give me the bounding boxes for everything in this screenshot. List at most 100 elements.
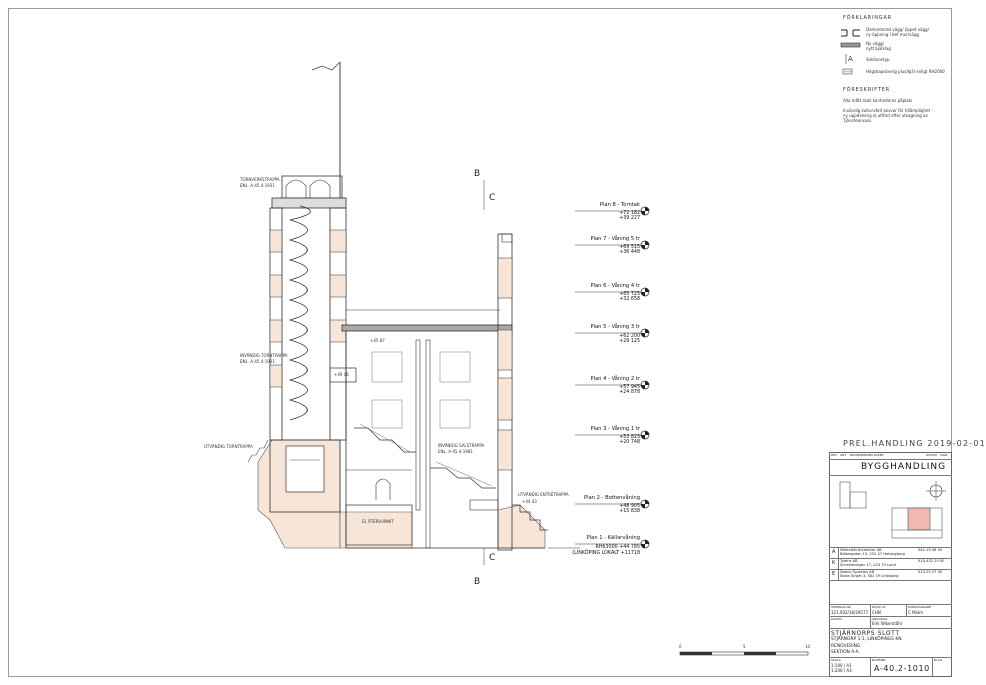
annotation-tornverk-line-2: ENL. A-45.4-1931 [240,183,275,188]
ritad-value: CHN [872,610,881,615]
tower [247,61,357,513]
datum-label: DATUM [831,617,842,621]
annotation-tornverk-line-1: TORNVERKSTRAPPA [240,177,280,182]
annotation-invandig-torn-line-1: INVÄNDIG TORNTRAPPA [240,353,288,358]
north-arrow-icon [926,481,946,501]
sheet-frame [8,8,952,677]
section-mark-top-c: C [489,193,496,203]
level-elevation: +69 515 [619,245,640,250]
ansvarig-label: ANSVARIG [872,617,888,621]
uppdrag-label: UPPDRAG NR [831,605,851,609]
scale-bar [679,651,809,656]
legend-item-1-line-1: Demonterad vägg/ öppet vägg/ [866,27,929,32]
skala-a3: 1:200 / A3 [831,668,852,673]
firm-address: Stora Torget 3, 582 19 Linköping [840,574,899,578]
level-name: Plan 7 - Våning 5 tr [590,236,640,242]
level-elevation: +53 823 [619,435,640,440]
level-note-2: +49 06 [334,372,349,377]
level-name: Plan 6 - Våning 4 tr [590,283,640,289]
scale-label-5: 5 [743,644,746,649]
title-block [829,452,952,677]
level-elevation-local: (LINKÖPING LOKALT +11718 [572,551,640,556]
section-mark-icon: A [845,54,853,64]
svg-text:A: A [848,55,853,63]
firm-name: Tyréns AB [840,559,858,563]
annotation-el-atervunnit: EL ÅTERVUNNIT [362,519,394,524]
annotation-utvandig-torn: UTVÄNDIG TORNTRAPPA [204,444,253,449]
ansvarig-value: Erik Wikerståhl [872,621,902,626]
level-marker-symbols [575,206,650,549]
rev-header-date: DATUM [926,453,937,457]
level-elevation-local: +32 658 [619,297,640,302]
fire-wall-icon [842,68,853,75]
project-view: SEKTION A-A [831,650,859,655]
main-hall [341,233,580,551]
level-name: Plan 2 - Bottenvåning [584,495,640,501]
firm-phone: 013-25 27 00 [918,570,943,574]
section-mark-bottom-c: C [489,553,496,563]
level-elevation-local: +15 838 [619,509,640,514]
legend-item-1-line-2: ny öppning i bef mur/vägg [866,32,920,37]
demolish-wall-icon [841,29,860,37]
level-note-1: +45 87 [370,338,385,343]
uppdrag-number: 321,002/18/29577 [831,610,869,615]
rev-header-sign: SIGN [940,453,948,457]
level-circle-icon [640,206,650,549]
level-elevation: +48 905 [619,504,640,509]
project-property: STJÄRNORP 1:1, LINKÖPINGS KN [831,637,902,642]
legend-item-3: Sektionstyp [866,57,890,62]
scale-label-0: 0 [679,644,682,649]
status-stamp: PREL.HANDLING 2019-02-01 [843,439,986,448]
firm-letter: A [832,549,836,555]
level-name: Plan 5 - Våning 3 tr [590,324,640,330]
handlaggare-label: HANDLÄGGARE [908,605,932,609]
category-title: BYGGHANDLING [861,462,947,472]
section-mark-bottom-b: B [474,577,481,587]
project-name: STJÄRNORPS SLOTT [831,630,900,637]
legend-item-2-line-2: nytt bjälklag [866,46,891,51]
firm-phone: 042-19 48 50 [918,548,943,552]
rev-header-desc: REVIDERINGEN AVSER [850,453,884,457]
annotation-invandig-torn-line-2: ENL. A-45.4-1931 [240,359,275,364]
legend-symbols: A [840,29,861,75]
level-name: Plan 4 - Våning 2 tr [590,376,640,382]
project-type: RENOVERING [831,644,861,649]
firm-phone: 010-452 20 00 [918,559,945,563]
skala-label: SKALA [831,658,841,662]
annotation-utvandig-entre: UTVÄNDIG ENTRÉTRAPPA [518,492,569,497]
legend-item-4: Högskapsöverg plus/bjäl enligt RH2000 [866,69,945,74]
level-elevation-local: +36 448 [619,250,640,255]
notes-title: FÖRESKRIFTER [843,87,890,93]
level-elevation-local: +24 878 [619,390,640,395]
level-elevation-local: +29 125 [619,339,640,344]
level-elevation: +62 200 [619,334,640,339]
legend-title: FÖRKLARINGAR [843,15,892,21]
firm-address: Bältesgatan 15, 252 47 Helsingborg [840,552,905,556]
legend-item-2-line-1: Ny vägg/ [866,41,884,46]
ritad-label: RITAD AV [872,605,886,609]
key-plan [839,481,946,539]
blad-label: BLAD [934,658,943,662]
firm-letter: E [832,571,836,577]
annotation-invandig-salong-line-2: ENL. A-45.4-1981 [438,449,473,454]
level-name: Plan 8 - Torntak [599,202,640,208]
section-mark-top-b: B [474,169,481,179]
new-wall-icon [840,42,861,48]
firm-name: Wikerstål Arkitekter AB [840,548,882,552]
level-elevation-local: +39 227 [619,216,640,221]
rev-header-ant: ANT [840,453,847,457]
handlaggare-value: C Malm [908,610,923,615]
drawing-sheet: FÖRKLARINGAR A Demonterad vägg/ öppet vä… [8,8,985,677]
level-elevation: RH63000 +44 785 [595,545,640,550]
firm-name: Sweco Systems AB [840,570,875,574]
level-elevation: +57 945 [619,385,640,390]
skala-a1: 1:100 / A1 [831,663,852,668]
level-note-3: +44 43 [522,499,537,504]
level-elevation: +65 725 [619,292,640,297]
nummer-label: NUMMER [872,658,886,662]
firm-address: Scheelevägen 17, 223 70 Lund [840,563,896,567]
level-elevation: +72 182 [619,211,640,216]
level-name: Plan 1 - Källarvåning [586,535,640,541]
note-line-5: Tjänsteansvar. [843,118,873,123]
firm-letter: K [832,560,836,566]
